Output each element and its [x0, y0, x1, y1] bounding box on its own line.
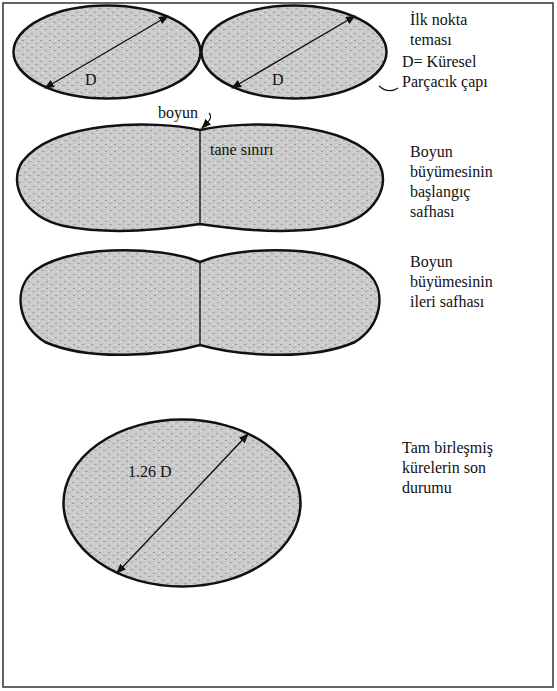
diameter-leader [379, 86, 398, 91]
neck-outline [17, 125, 383, 231]
merged-particles [21, 250, 380, 355]
diameter-arrow [45, 16, 168, 88]
stage-note: İlk nokta teması [410, 10, 505, 50]
diameter-label: 1.26 D [128, 462, 172, 482]
sphere-outline [14, 6, 201, 99]
boundary-label: tane sınırı [210, 140, 274, 160]
shape-outline [14, 122, 386, 232]
neck-leader [202, 113, 211, 128]
label-holder: İlk nokta teması [410, 10, 505, 50]
diameter-arrow [232, 16, 355, 88]
diameter-label: D [272, 70, 284, 90]
particle-circle: D [12, 4, 202, 100]
necked-particles: tane sınırı [14, 122, 386, 232]
particle-circle: D [200, 4, 388, 100]
shape-outline [62, 418, 302, 588]
label-holder: D= Küresel Parçacık çapı [402, 52, 514, 92]
label-holder: boyun [158, 103, 218, 123]
stage-note: Tam birleşmiş kürelerin son durumu [402, 438, 502, 498]
grain-boundary [199, 130, 201, 224]
diameter-arrow [117, 434, 248, 573]
shape-outline [200, 4, 388, 100]
label-holder: Boyun büyümesinin başlangıç safhası [410, 142, 510, 222]
grain-boundary [199, 263, 201, 345]
stage-note: Boyun büyümesinin ileri safhası [410, 252, 510, 312]
sphere-outline [202, 6, 387, 99]
sphere-outline [64, 420, 301, 587]
stage-note: Boyun büyümesinin başlangıç safhası [410, 142, 510, 222]
shape-outline [12, 4, 202, 100]
frame [3, 3, 553, 687]
particle-circle: 1.26 D [62, 418, 302, 588]
stage-note: D= Küresel Parçacık çapı [402, 52, 514, 92]
label-holder: Boyun büyümesinin ileri safhası [410, 252, 510, 312]
label-holder: Tam birleşmiş kürelerin son durumu [402, 438, 502, 498]
diameter-label: D [85, 70, 97, 90]
neck-label: boyun [158, 103, 218, 123]
